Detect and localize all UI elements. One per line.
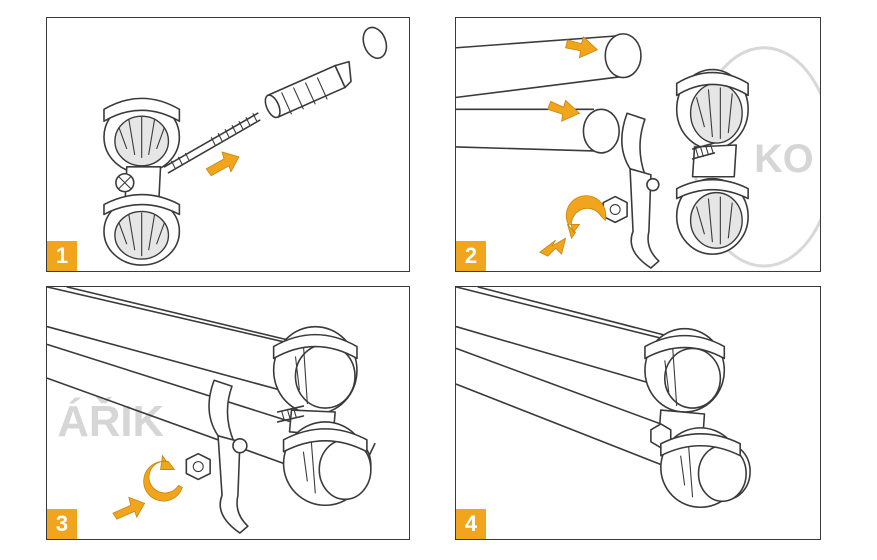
- step-1-panel: 1: [46, 17, 410, 272]
- step-number-badge: 3: [47, 509, 77, 539]
- insert-direction-arrow: [205, 151, 240, 177]
- hex-nut: [185, 452, 211, 481]
- pipe-lower: [456, 108, 620, 154]
- pipe-clamp: [675, 68, 749, 255]
- step-3-panel: ÁŘIK: [46, 286, 410, 540]
- step-2-panel: KO: [455, 17, 821, 272]
- svg-text:KO: KO: [754, 137, 814, 181]
- step-number-badge: 4: [456, 509, 486, 539]
- remove-nut-arrow: [539, 237, 567, 257]
- step-4-illustration: [456, 287, 751, 509]
- pipe-upper: [456, 33, 642, 99]
- step-2-illustration: KO: [456, 33, 820, 269]
- step-4-panel: 4: [455, 286, 821, 540]
- clamp-half-back: [208, 379, 249, 534]
- rotate-nut-arrow: [565, 195, 607, 240]
- pipe-clamp: [272, 325, 372, 507]
- svg-text:ÁŘIK: ÁŘIK: [57, 396, 164, 446]
- watermark-logo: ÁŘIK: [57, 396, 164, 446]
- clamp-half-back: [621, 112, 660, 269]
- wall-plug: [264, 60, 352, 119]
- pipe-clamp-assembled: [644, 327, 747, 509]
- step-number-badge: 2: [456, 241, 486, 271]
- insert-pipe-arrow-lower: [547, 99, 581, 122]
- step-1-illustration: [103, 26, 388, 266]
- tighten-nut-arrow: [112, 496, 146, 520]
- insert-pipe-arrow-upper: [565, 36, 599, 59]
- pipe-clamp: [103, 97, 181, 266]
- rotate-nut-arrow: [143, 454, 183, 502]
- hex-nut: [602, 195, 628, 224]
- step-number-badge: 1: [47, 241, 77, 271]
- step-3-illustration: ÁŘIK: [47, 287, 376, 534]
- wall-hole: [362, 26, 388, 59]
- double-end-screw: [163, 112, 261, 174]
